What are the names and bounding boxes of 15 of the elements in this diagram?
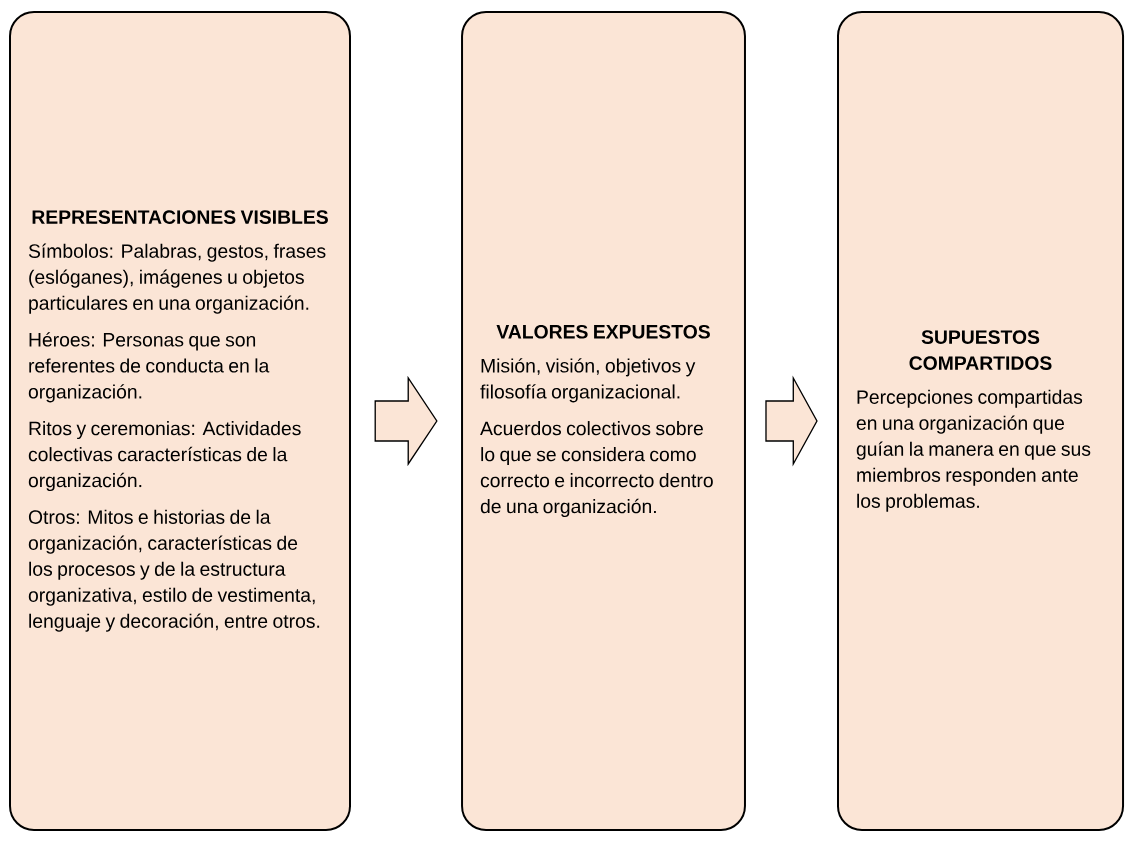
content-box bbox=[461, 11, 746, 831]
content-box bbox=[836, 11, 1125, 831]
box-heading: VALORES EXPUESTOS bbox=[496, 324, 710, 339]
paragraph: Héroes: Personas que son referentes de conducta en la organización. bbox=[28, 332, 270, 403]
block-arrow bbox=[765, 375, 818, 467]
paragraph: Otros: Mitos e historias de la organización, características de los procesos y de la estructura organizativa, estilo de vestimenta, lenguaje y decoración, entre otros. bbox=[28, 509, 320, 632]
paragraph: Percepciones compartidas en una organización que guían la manera en que sus miembros responden ante los problemas. bbox=[856, 389, 1091, 512]
paragraph: Símbolos: Palabras, gestos, frases (eslóganes), imágenes u objetos particulares en una organización. bbox=[28, 243, 326, 314]
paragraph: Misión, visión, objetivos y filosofía organizacional. bbox=[480, 358, 696, 403]
content-box bbox=[9, 11, 351, 831]
paragraph: Acuerdos colectivos sobre lo que se considera como correcto e incorrecto dentro de una organización. bbox=[480, 421, 713, 518]
paragraph: Ritos y ceremonias: Actividades colectivas características de la organización. bbox=[28, 421, 301, 492]
block-arrow bbox=[374, 375, 438, 467]
box-heading: REPRESENTACIONES VISIBLES bbox=[32, 210, 328, 224]
box-heading: SUPUESTOS COMPARTIDOS bbox=[909, 330, 1052, 370]
